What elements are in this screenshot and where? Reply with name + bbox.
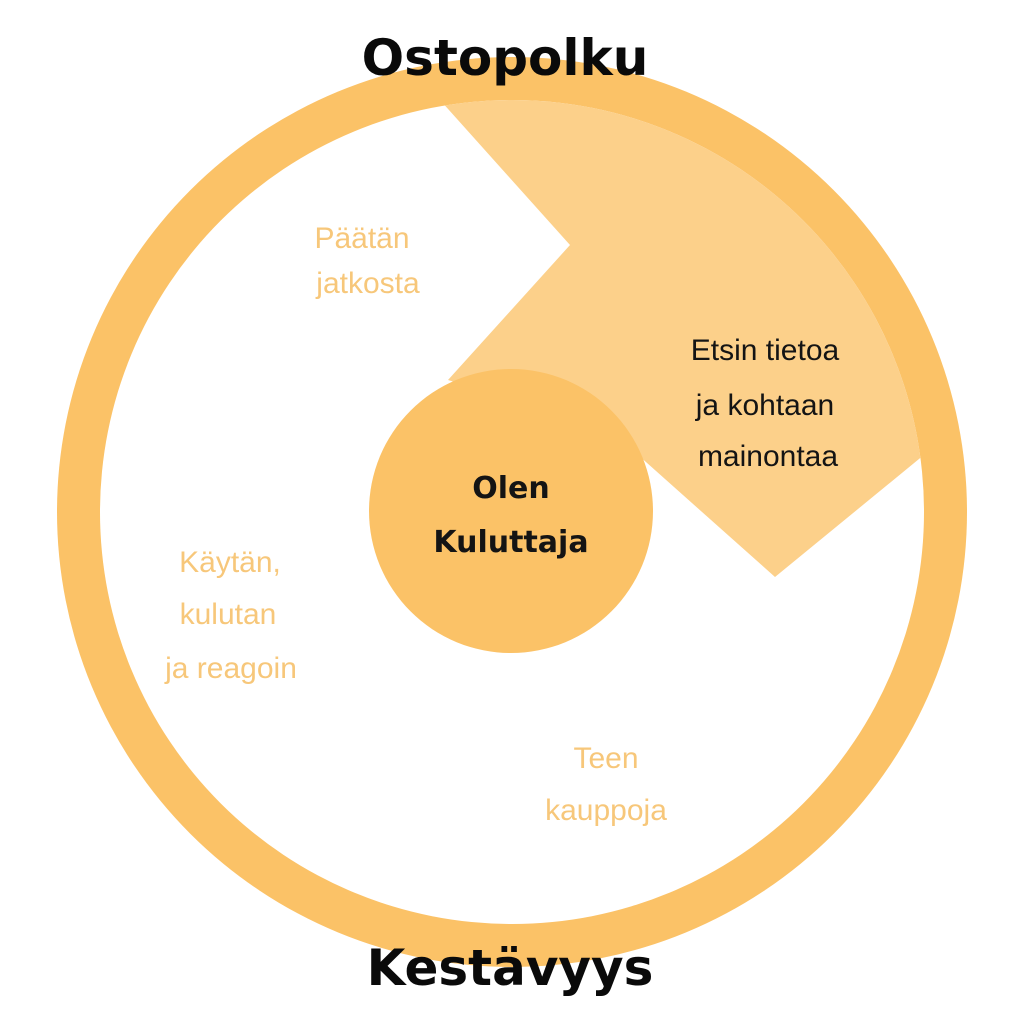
stage-search-line2: ja kohtaan — [695, 389, 834, 422]
stage-decide-line1: Päätän — [314, 222, 409, 255]
stage-use-line2: kulutan — [180, 598, 277, 631]
stage-decide-line2: jatkosta — [315, 267, 420, 300]
stage-use-line1: Käytän, — [179, 546, 281, 579]
center-label-line1: Olen — [472, 471, 550, 506]
ring-bottom-label: Kestävyys — [367, 939, 654, 997]
stage-search-line1: Etsin tietoa — [691, 334, 840, 367]
center-circle — [369, 369, 653, 653]
stage-buy-line2: kauppoja — [545, 794, 667, 827]
ring-top-label: Ostopolku — [362, 29, 649, 87]
stage-search-line3: mainontaa — [698, 440, 838, 473]
stage-use-line3: ja reagoin — [164, 652, 297, 685]
stage-buy-line1: Teen — [573, 742, 638, 775]
center-label-line2: Kuluttaja — [433, 525, 588, 560]
